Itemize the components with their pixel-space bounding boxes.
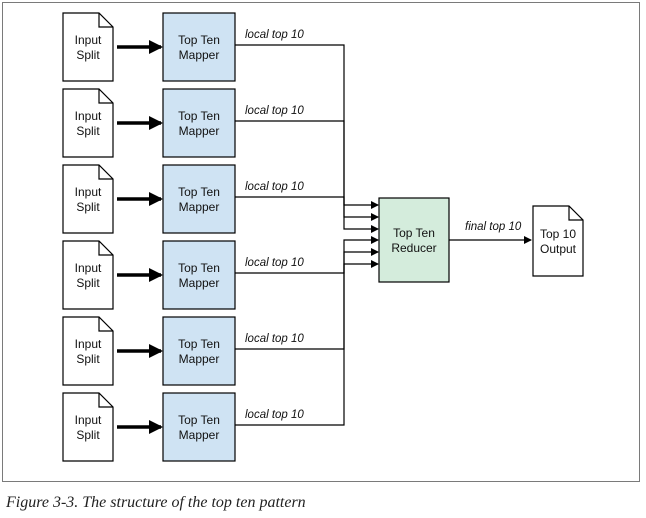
input-split-label-line2: Split bbox=[76, 48, 100, 62]
output-doc-fold bbox=[568, 206, 583, 221]
mapper-label-line1: Top Ten bbox=[178, 261, 220, 275]
mapper-box bbox=[162, 88, 236, 158]
figure-caption: Figure 3-3. The structure of the top ten… bbox=[6, 494, 306, 511]
mapper-to-reducer-arrow bbox=[235, 260, 379, 426]
input-split-label-line1: Input bbox=[75, 185, 102, 199]
mapper-label-line2: Mapper bbox=[179, 124, 220, 138]
mapper-label-line1: Top Ten bbox=[178, 413, 220, 427]
reducer-label-line2: Reducer bbox=[391, 241, 436, 255]
reducer-box bbox=[378, 197, 450, 283]
mapper-label-line1: Top Ten bbox=[178, 109, 220, 123]
reducer-label-line1: Top Ten bbox=[393, 226, 435, 240]
input-split-label-line2: Split bbox=[76, 276, 100, 290]
input-split-shape bbox=[62, 392, 114, 462]
input-split-fold bbox=[98, 13, 113, 28]
input-split-fold bbox=[98, 317, 113, 332]
final-top-10-label: final top 10 bbox=[465, 221, 522, 233]
input-split-fold bbox=[98, 241, 113, 256]
local-top-10-label: local top 10 bbox=[245, 409, 304, 421]
input-split-shape bbox=[62, 316, 114, 386]
mapper-box bbox=[162, 240, 236, 310]
mapper-to-reducer-arrow bbox=[235, 196, 379, 233]
local-top-10-label: local top 10 bbox=[245, 29, 304, 41]
input-split-label-line2: Split bbox=[76, 428, 100, 442]
input-split-label-line1: Input bbox=[75, 337, 102, 351]
mapper-box bbox=[162, 12, 236, 82]
input-split-label-line2: Split bbox=[76, 124, 100, 138]
input-split-fold bbox=[98, 165, 113, 180]
output-doc-shape bbox=[532, 205, 584, 277]
mapper-box bbox=[162, 164, 236, 234]
input-split-shape bbox=[62, 88, 114, 158]
edge-labels-layer: local top 10 local top 10 local top 10 loca… bbox=[245, 29, 522, 421]
edges-layer bbox=[117, 40, 532, 434]
input-split-label-line1: Input bbox=[75, 413, 102, 427]
local-top-10-label: local top 10 bbox=[245, 181, 304, 193]
mapper-box bbox=[162, 392, 236, 462]
mapper-label-line1: Top Ten bbox=[178, 337, 220, 351]
input-split-label-line1: Input bbox=[75, 261, 102, 275]
input-split-label-line1: Input bbox=[75, 109, 102, 123]
input-split-label-line2: Split bbox=[76, 200, 100, 214]
local-top-10-label: local top 10 bbox=[245, 257, 304, 269]
mapper-label-line1: Top Ten bbox=[178, 33, 220, 47]
mapper-label-line2: Mapper bbox=[179, 276, 220, 290]
input-split-fold bbox=[98, 89, 113, 104]
mapper-label-line1: Top Ten bbox=[178, 185, 220, 199]
input-split-shape bbox=[62, 164, 114, 234]
output-label-line2: Output bbox=[540, 242, 577, 256]
input-split-label-line2: Split bbox=[76, 352, 100, 366]
mapper-label-line2: Mapper bbox=[179, 200, 220, 214]
input-split-shape bbox=[62, 12, 114, 82]
local-top-10-label: local top 10 bbox=[245, 333, 304, 345]
mapper-label-line2: Mapper bbox=[179, 428, 220, 442]
mapper-label-line2: Mapper bbox=[179, 352, 220, 366]
output-label-line1: Top 10 bbox=[540, 227, 576, 241]
mapper-box bbox=[162, 316, 236, 386]
input-split-shape bbox=[62, 240, 114, 310]
mapper-to-reducer-arrow bbox=[235, 120, 379, 221]
input-split-label-line1: Input bbox=[75, 33, 102, 47]
input-split-fold bbox=[98, 393, 113, 408]
local-top-10-label: local top 10 bbox=[245, 105, 304, 117]
mapper-label-line2: Mapper bbox=[179, 48, 220, 62]
